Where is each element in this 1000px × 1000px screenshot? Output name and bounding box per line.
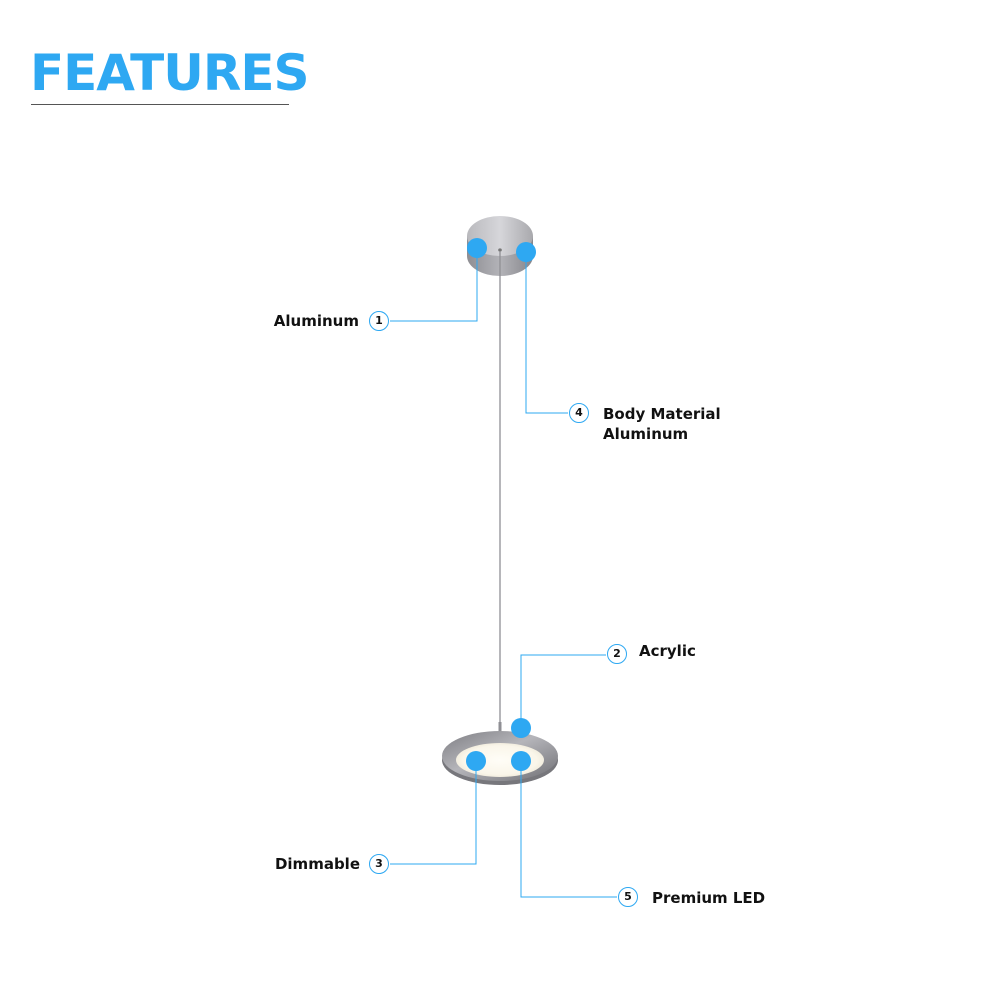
hotspot-5 (511, 751, 531, 771)
feature-2-label: Acrylic (639, 642, 696, 660)
hotspot-4 (516, 242, 536, 262)
feature-4-badge: 4 (569, 403, 589, 423)
hotspot-3 (466, 751, 486, 771)
feature-2-badge: 2 (607, 644, 627, 664)
feature-5-label: Premium LED (652, 889, 766, 907)
feature-3-label: Dimmable (274, 855, 360, 873)
feature-4-label-line1: Body Material (603, 405, 721, 423)
feature-1-badge: 1 (369, 311, 389, 331)
pendant-disc (442, 731, 558, 785)
page-title: FEATURES (30, 44, 309, 102)
callout-lines (390, 248, 617, 898)
title-underline (31, 104, 289, 105)
cable-gripper (498, 722, 502, 732)
hotspot-1 (467, 238, 487, 258)
feature-1-label: Aluminum (273, 312, 359, 330)
feature-4-label-line2: Aluminum (603, 425, 689, 443)
feature-5-badge: 5 (618, 887, 638, 907)
hotspot-2 (511, 718, 531, 738)
feature-3-badge: 3 (369, 854, 389, 874)
